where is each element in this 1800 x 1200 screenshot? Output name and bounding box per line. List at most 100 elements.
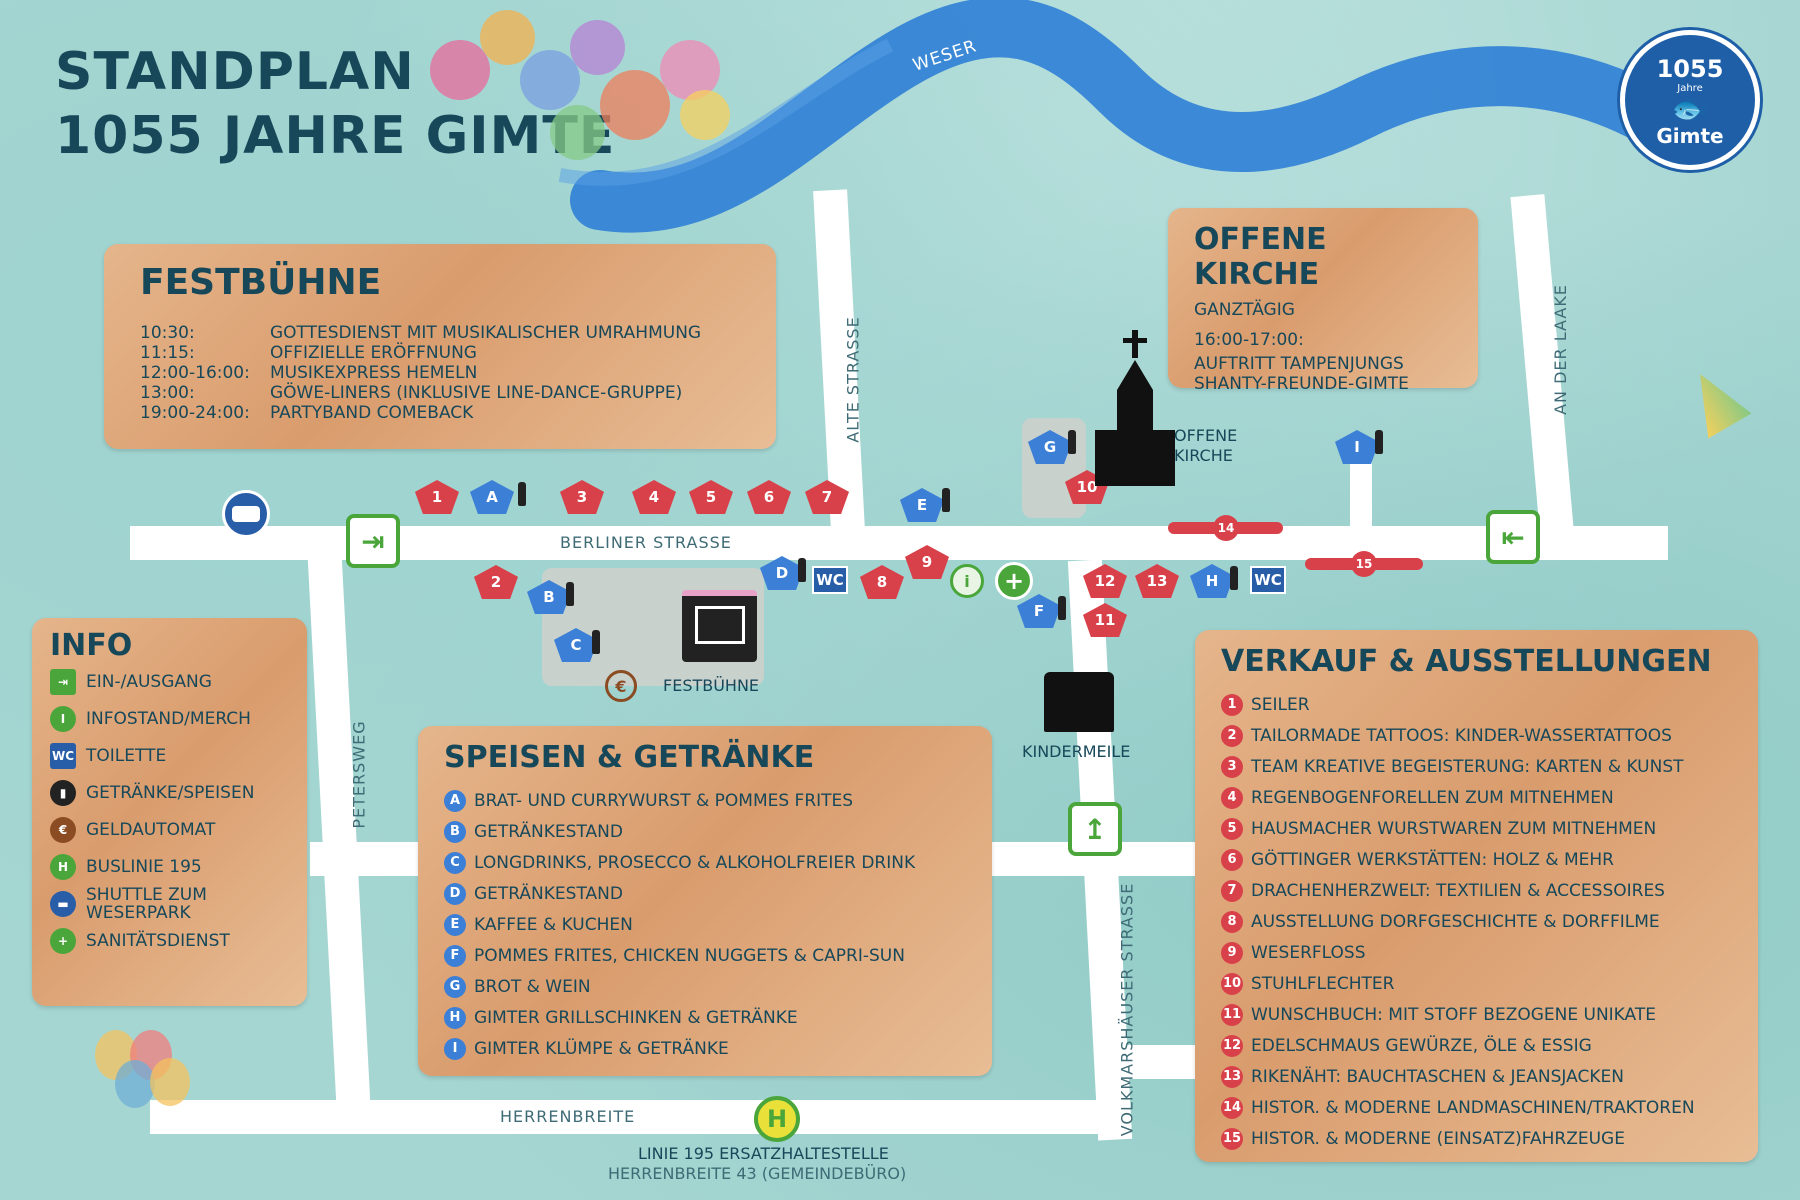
kirche-panel: OFFENE KIRCHE GANZTÄGIG 16:00-17:00: AUF… <box>1168 208 1478 394</box>
stand-a[interactable]: A <box>470 480 514 514</box>
stand-4[interactable]: 4 <box>632 480 676 514</box>
stand-1[interactable]: 1 <box>415 480 459 514</box>
stand-14[interactable]: 14 <box>1213 515 1239 541</box>
label-an-der-laake: AN DER LAAKE <box>1550 284 1570 415</box>
drinks-icon <box>566 582 574 606</box>
stand-6[interactable]: 6 <box>747 480 791 514</box>
schedule-event: PARTYBAND COMEBACK <box>270 403 474 423</box>
stand-key-badge: B <box>444 820 466 843</box>
verkauf-label: TEAM KREATIVE BEGEISTERUNG: KARTEN & KUN… <box>1251 756 1684 777</box>
verkauf-label: REGENBOGENFORELLEN ZUM MITNEHMEN <box>1251 787 1614 808</box>
drinks-icon <box>1068 430 1076 454</box>
info-item: +SANITÄTSDIENST <box>50 922 289 959</box>
kirche-time: 16:00-17:00: <box>1194 330 1304 350</box>
stand-key-badge: D <box>444 882 466 905</box>
drinks-icon <box>1230 566 1238 590</box>
info-list: ⇥EIN-/AUSGANGiINFOSTAND/MERCHWCTOILETTE▮… <box>50 663 289 959</box>
stand-key-badge: 8 <box>1221 910 1243 933</box>
euro-icon: € <box>50 816 76 843</box>
first-aid-icon[interactable]: + <box>995 562 1033 600</box>
entrance-east-icon[interactable]: ⇤ <box>1486 510 1540 564</box>
map-label-kirche: OFFENE KIRCHE <box>1174 426 1238 465</box>
verkauf-label: HISTOR. & MODERNE LANDMASCHINEN/TRAKTORE… <box>1251 1097 1695 1118</box>
stand-key-badge: 11 <box>1221 1003 1243 1026</box>
stand-key-badge: 14 <box>1221 1096 1243 1119</box>
stand-h[interactable]: H <box>1190 564 1234 598</box>
stand-key-badge: 12 <box>1221 1034 1243 1057</box>
map-label-festbuehne: FESTBÜHNE <box>663 676 760 695</box>
stand-3[interactable]: 3 <box>560 480 604 514</box>
info-label: GETRÄNKE/SPEISEN <box>86 782 255 803</box>
drinks-icon <box>1058 596 1066 620</box>
kirche-ganztaegig: GANZTÄGIG <box>1194 300 1295 320</box>
schedule-event: MUSIKEXPRESS HEMELN <box>270 363 478 383</box>
verkauf-label: RIKENÄHT: BAUCHTASCHEN & JEANSJACKEN <box>1251 1066 1624 1087</box>
title-line-1: STANDPLAN <box>55 42 415 102</box>
festbuehne-schedule: 10:30:GOTTESDIENST MIT MUSIKALISCHER UMR… <box>140 323 740 423</box>
stand-i[interactable]: I <box>1335 430 1379 464</box>
shuttle-icon[interactable] <box>222 490 270 538</box>
label-volkmarshaeuser-strasse: VOLKMARSHÄUSER STRASSE <box>1117 882 1137 1137</box>
verkauf-item: 14 HISTOR. & MODERNE LANDMASCHINEN/TRAKTO… <box>1221 1092 1732 1123</box>
entrance-south-icon[interactable]: ↥ <box>1068 802 1122 856</box>
map-label-kindermeile: KINDERMEILE <box>1022 742 1131 761</box>
stage-icon <box>682 590 757 662</box>
verkauf-label: STUHLFLECHTER <box>1251 973 1395 994</box>
schedule-time: 19:00-24:00: <box>140 403 250 423</box>
stand-13[interactable]: 13 <box>1135 564 1179 598</box>
stand-e[interactable]: E <box>900 488 944 522</box>
wc-icon[interactable]: WC <box>1250 566 1286 594</box>
stand-key-badge: 2 <box>1221 724 1243 747</box>
info-label: GELDAUTOMAT <box>86 819 216 840</box>
first-aid-icon: + <box>50 927 76 954</box>
road-herrenbreite <box>150 1100 1100 1134</box>
stand-8[interactable]: 8 <box>860 565 904 599</box>
gimte-logo: 1055 Jahre 🐟 Gimte <box>1620 30 1760 170</box>
kirche-line2: SHANTY-FREUNDE-GIMTE <box>1194 374 1409 394</box>
speisen-label: GETRÄNKESTAND <box>474 883 623 904</box>
info-item: ▮GETRÄNKE/SPEISEN <box>50 774 289 811</box>
stand-key-badge: 9 <box>1221 941 1243 964</box>
page-title: STANDPLAN 1055 JAHRE GIMTE <box>55 40 615 168</box>
stand-key-badge: G <box>444 975 466 998</box>
stand-f[interactable]: F <box>1017 594 1061 628</box>
entrance-west-icon[interactable]: ⇥ <box>346 514 400 568</box>
atm-icon[interactable]: € <box>605 670 637 702</box>
info-item: ▬SHUTTLE ZUM WESERPARK <box>50 885 289 922</box>
info-item: iINFOSTAND/MERCH <box>50 700 289 737</box>
bus-stop-line2: HERRENBREITE 43 (GEMEINDEBÜRO) <box>608 1164 907 1183</box>
info-stand-icon[interactable]: i <box>950 564 984 598</box>
info-item: € GELDAUTOMAT <box>50 811 289 848</box>
stand-key-badge: 15 <box>1221 1127 1243 1150</box>
speisen-label: POMMES FRITES, CHICKEN NUGGETS & CAPRI-S… <box>474 945 905 966</box>
stand-key-badge: H <box>444 1006 466 1029</box>
title-line-2: 1055 JAHRE GIMTE <box>55 106 616 166</box>
info-label: TOILETTE <box>86 745 167 766</box>
stand-key-badge: 7 <box>1221 879 1243 902</box>
bus-stop-icon[interactable]: H <box>754 1096 800 1142</box>
wc-icon[interactable]: WC <box>812 566 848 594</box>
stand-15[interactable]: 15 <box>1351 551 1377 577</box>
stand-5[interactable]: 5 <box>689 480 733 514</box>
info-label: INFOSTAND/MERCH <box>86 708 251 729</box>
stand-2[interactable]: 2 <box>474 565 518 599</box>
stand-key-badge: F <box>444 944 466 967</box>
fish-icon: 🐟 <box>1671 91 1709 126</box>
info-label: EIN-/AUSGANG <box>86 671 212 692</box>
